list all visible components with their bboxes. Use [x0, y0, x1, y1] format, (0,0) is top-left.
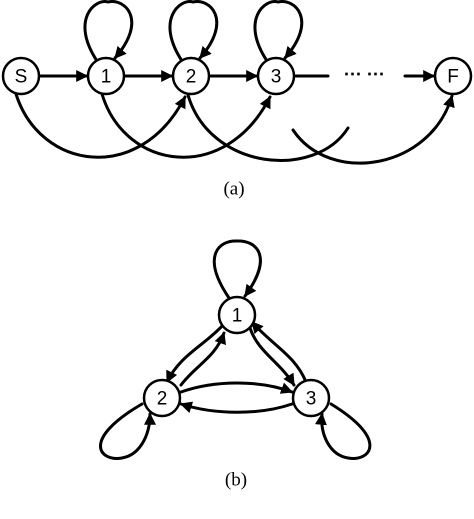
edge-2-to-beyond-skip: [186, 93, 350, 162]
edge-b2-to-b3: [179, 381, 294, 394]
node-1-label: 1: [101, 67, 112, 88]
edge-2-self-loop: [168, 0, 219, 63]
node-b1-label: 1: [232, 306, 243, 327]
node-b2-label: 2: [157, 389, 168, 410]
node-b1-circle: [217, 295, 257, 335]
node-b2: 2: [142, 378, 182, 418]
node-1-circle: [86, 56, 126, 96]
edge-3-region-to-f-skip: [291, 94, 455, 165]
caption-a: (a): [223, 179, 244, 200]
ellipsis-dots: ⋯ ⋯: [343, 64, 384, 84]
edge-b3-to-b2: [179, 401, 294, 414]
edge-s-to-2-skip: [14, 92, 187, 159]
node-2-circle: [171, 56, 211, 96]
edge-b1-self-loop: [212, 239, 262, 300]
node-3-circle: [256, 56, 296, 96]
node-f: F: [433, 56, 473, 96]
node-b3: 3: [291, 378, 331, 418]
edge-b2-to-b1: [179, 331, 226, 387]
edge-1-self-loop: [83, 0, 134, 63]
edge-3-self-loop: [253, 0, 304, 63]
diagram-a: ⋯ ⋯ S 1 2 3 F (a): [1, 0, 473, 200]
node-3: 3: [256, 56, 296, 96]
node-b2-circle: [142, 378, 182, 418]
node-s-circle: [1, 56, 41, 96]
edge-b1-to-b2: [165, 323, 225, 384]
edge-b3-self-loop: [315, 402, 372, 460]
node-1: 1: [86, 56, 126, 96]
node-s: S: [1, 56, 41, 96]
edge-b3-to-b1: [250, 320, 308, 384]
node-b3-circle: [291, 378, 331, 418]
node-f-circle: [433, 56, 473, 96]
node-f-label: F: [447, 67, 459, 88]
diagram-b: 1 2 3 (b): [99, 239, 372, 491]
node-b3-label: 3: [306, 389, 317, 410]
edge-1-to-3-skip: [100, 92, 272, 159]
node-s-label: S: [15, 67, 28, 88]
node-2-label: 2: [186, 67, 197, 88]
node-3-label: 3: [271, 67, 282, 88]
edge-b2-self-loop: [99, 402, 156, 460]
edge-b1-to-b3: [248, 326, 296, 387]
node-2: 2: [171, 56, 211, 96]
node-b1: 1: [217, 295, 257, 335]
caption-b: (b): [225, 470, 247, 491]
